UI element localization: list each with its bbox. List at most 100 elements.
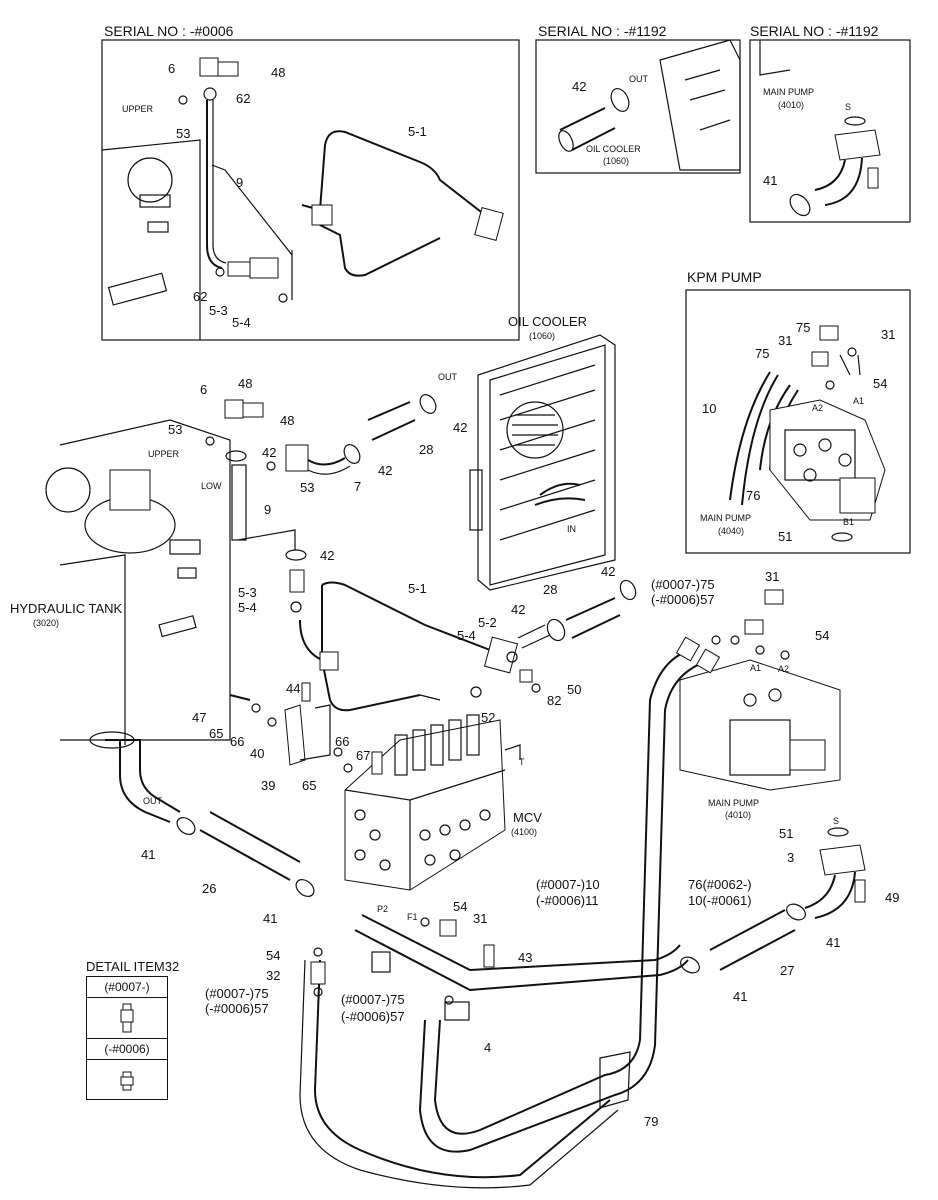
main-pump-code: (4040) [718, 526, 744, 536]
port-a1-label: A1 [750, 663, 761, 673]
part-label: 5-1 [408, 124, 427, 139]
part-label: 75 [796, 320, 810, 335]
part-label: 9 [264, 502, 271, 517]
part-label: 26 [202, 881, 216, 896]
part-label: 32 [266, 968, 280, 983]
inset-serial-1192-cooler: SERIAL NO : -#1192 42 OUT OIL COOLER (10… [535, 23, 741, 174]
port-p2-label: P2 [377, 904, 388, 914]
mcv-valve: MCV (4100) T P2 F1 [344, 714, 542, 922]
port-t-label: T [519, 757, 525, 767]
fitting-short-icon [120, 1071, 134, 1091]
suction-line: 41 26 41 4 41 27 [141, 811, 796, 1055]
part-label: 42 [511, 602, 525, 617]
upper-label: UPPER [148, 449, 180, 459]
bracket-group: 44 47 65 66 40 66 67 39 65 [192, 681, 370, 793]
part-label: 82 [547, 693, 561, 708]
long-label: (#0007-)75 [205, 986, 269, 1001]
part-label: 48 [238, 376, 252, 391]
long-label: (#0007-)75 [651, 577, 715, 592]
long-label: (#0007-)10 [536, 877, 600, 892]
detail-row-0006: (-#0006) [87, 1039, 167, 1060]
oil-cooler-code: (1060) [603, 156, 629, 166]
detail-fitting-long [87, 998, 167, 1039]
part-label: 62 [236, 91, 250, 106]
hydraulic-tank: HYDRAULIC TANK (3020) UPPER LOW OUT [10, 419, 231, 823]
part-label: 65 [209, 726, 223, 741]
port-a2-label: A2 [812, 403, 823, 413]
part-label: 5-1 [408, 581, 427, 596]
part-label: 42 [601, 564, 615, 579]
part-label: 40 [250, 746, 264, 761]
part-label: 65 [302, 778, 316, 793]
part-label: 76 [746, 488, 760, 503]
part-label: 5-4 [457, 628, 476, 643]
main-pump-code: (4010) [725, 810, 751, 820]
part-label: 6 [200, 382, 207, 397]
inset-serial-1192-pump-title: SERIAL NO : -#1192 [750, 23, 879, 39]
inset-serial-1192-title: SERIAL NO : -#1192 [538, 23, 667, 39]
part-label: 41 [733, 989, 747, 1004]
detail-item32-box: (#0007-) (-#0006) [86, 976, 168, 1100]
long-label: 76(#0062-) [688, 877, 752, 892]
long-label: (-#0006)57 [651, 592, 715, 607]
part-label: 79 [644, 1114, 658, 1129]
part-label: 42 [262, 445, 276, 460]
mcv-code: (4100) [511, 827, 537, 837]
part-label: 5-4 [232, 315, 251, 330]
pressure-hoses: (#0007-)75 (-#0006)57 (#0007-)10 (-#0006… [205, 577, 752, 1189]
part-label: 31 [765, 569, 779, 584]
inset-serial-1192-pump: SERIAL NO : -#1192 MAIN PUMP (4010) S 41 [749, 23, 911, 223]
part-label: 75 [755, 346, 769, 361]
inset-serial-0006-title: SERIAL NO : -#0006 [104, 23, 234, 39]
part-label: 41 [141, 847, 155, 862]
part-label: 48 [280, 413, 294, 428]
main-pump-assembly: A1 A2 MAIN PUMP (4010) S 31 54 51 3 49 4… [679, 569, 899, 950]
part-label: 54 [453, 899, 467, 914]
part-label: 9 [236, 175, 243, 190]
port-s-label: S [833, 816, 839, 826]
part-label: 53 [168, 422, 182, 437]
part-label: 66 [230, 734, 244, 749]
part-label: 66 [335, 734, 349, 749]
long-label: (#0007-)75 [341, 992, 405, 1007]
detail-fitting-short [87, 1060, 167, 1098]
detail-item32-title: DETAIL ITEM32 [86, 959, 180, 974]
part-label: 54 [266, 948, 280, 963]
part-label: 27 [780, 963, 794, 978]
return-pipe: 5-1 5-2 5-4 42 28 42 50 82 52 [299, 564, 637, 725]
part-label: 31 [778, 333, 792, 348]
hydraulic-tank-code: (3020) [33, 618, 59, 628]
part-label: 39 [261, 778, 275, 793]
main-pump-name: MAIN PUMP [708, 798, 759, 808]
long-label: (-#0006)57 [205, 1001, 269, 1016]
part-label: 49 [885, 890, 899, 905]
upper-label: UPPER [122, 104, 154, 114]
level-hose-group: 6 48 53 48 42 53 7 42 9 28 42 42 5-3 5-4 [168, 376, 467, 615]
part-label: 41 [263, 911, 277, 926]
part-label: 54 [815, 628, 829, 643]
fitting-long-icon [120, 1003, 134, 1033]
part-label: 7 [354, 479, 361, 494]
oil-cooler-name: OIL COOLER [508, 314, 587, 329]
part-label: 42 [378, 463, 392, 478]
part-label: 44 [286, 681, 300, 696]
in-label: IN [567, 524, 576, 534]
part-label: 41 [826, 935, 840, 950]
part-label: 5-4 [238, 600, 257, 615]
main-pump-name: MAIN PUMP [700, 513, 751, 523]
part-label: 31 [473, 911, 487, 926]
oil-cooler-name: OIL COOLER [586, 144, 641, 154]
part-label: 51 [778, 529, 792, 544]
oil-cooler-code: (1060) [529, 331, 555, 341]
out-label: OUT [438, 372, 458, 382]
inset-serial-0006: SERIAL NO : -#0006 6 48 62 UPPER 53 9 5-… [101, 23, 520, 341]
part-label: 53 [176, 126, 190, 141]
inset-kpm-pump: KPM PUMP 75 31 31 75 54 A2 A1 10 76 MAIN… [685, 269, 911, 554]
long-label: 10(-#0061) [688, 893, 752, 908]
part-label: 47 [192, 710, 206, 725]
part-label: 51 [779, 826, 793, 841]
port-b1-label: B1 [843, 517, 854, 527]
part-label: 4 [484, 1040, 491, 1055]
hydraulic-tank-name: HYDRAULIC TANK [10, 601, 123, 616]
